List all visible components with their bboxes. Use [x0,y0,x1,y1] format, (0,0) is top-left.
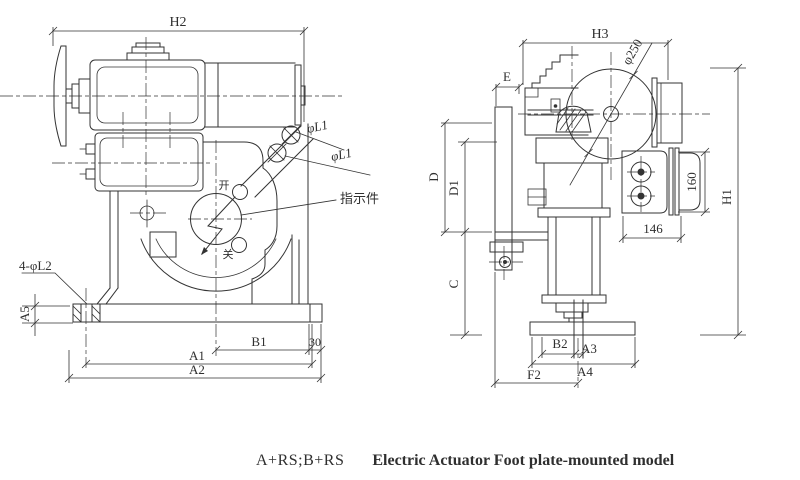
gear-body [96,123,314,305]
hole-callout-phi-l1-1: φL1 [306,117,330,136]
dial-open-label: 开 [219,180,230,192]
mount-plate-side [489,106,549,271]
dim-label-160: 160 [684,172,699,192]
front-dimensions: H2 B1 30 A1 A2 A5 4-φL2 [17,15,379,383]
dim-label-e: E [503,69,511,84]
side-view: H3 φ250 E D D1 C H1 [426,27,746,388]
dim-label-d1: D1 [446,180,461,196]
indicator-dial: 开 关 [190,180,248,261]
foot-hole-callout: 4-φL2 [19,258,52,273]
dim-label-h2: H2 [169,15,186,30]
dial-close-label: 关 [223,247,234,261]
dim-label-a4: A4 [577,364,593,379]
indicator-callout: 指示件 [340,191,379,206]
drawing-caption: A+RS;B+RS Electric Actuator Foot plate-mo… [256,452,676,470]
motor-side [524,54,594,136]
dim-label-h3: H3 [591,27,608,42]
dim-label-a1: A1 [189,348,205,363]
bolt-box-side [621,147,701,216]
handwheel-front [53,45,91,147]
cylinder-housing [204,62,306,128]
model-code: A+RS;B+RS [256,452,345,469]
hole-callout-phi-l1-2: φL1 [330,145,354,164]
dim-label-phi250: φ250 [619,36,645,67]
front-centerlines [0,37,343,368]
terminal-box-side [651,77,683,148]
drawing-title: Electric Actuator Foot plate-mounted mod… [372,452,675,469]
dim-label-c: C [446,280,461,289]
dim-label-30: 30 [309,335,321,349]
handwheel-side [565,42,657,186]
front-view: 开 关 H2 B1 3 [0,15,379,383]
dim-label-146: 146 [643,221,663,236]
dim-label-a2: A2 [189,362,205,377]
dim-label-d: D [426,172,441,181]
gearbox-upper [79,132,204,192]
dim-label-b1: B1 [251,334,266,349]
dim-label-b2: B2 [552,336,567,351]
chamfer-bolt-holes [267,125,301,163]
motor-housing [89,42,206,131]
gear-column-side [527,137,636,359]
foot-plate-front [72,303,323,323]
dim-label-f2: F2 [527,367,541,382]
dim-label-h1: H1 [719,189,734,205]
side-dimensions: H3 φ250 E D D1 C H1 [426,27,746,388]
dim-label-a3: A3 [581,341,597,356]
dim-label-a5: A5 [17,306,32,322]
